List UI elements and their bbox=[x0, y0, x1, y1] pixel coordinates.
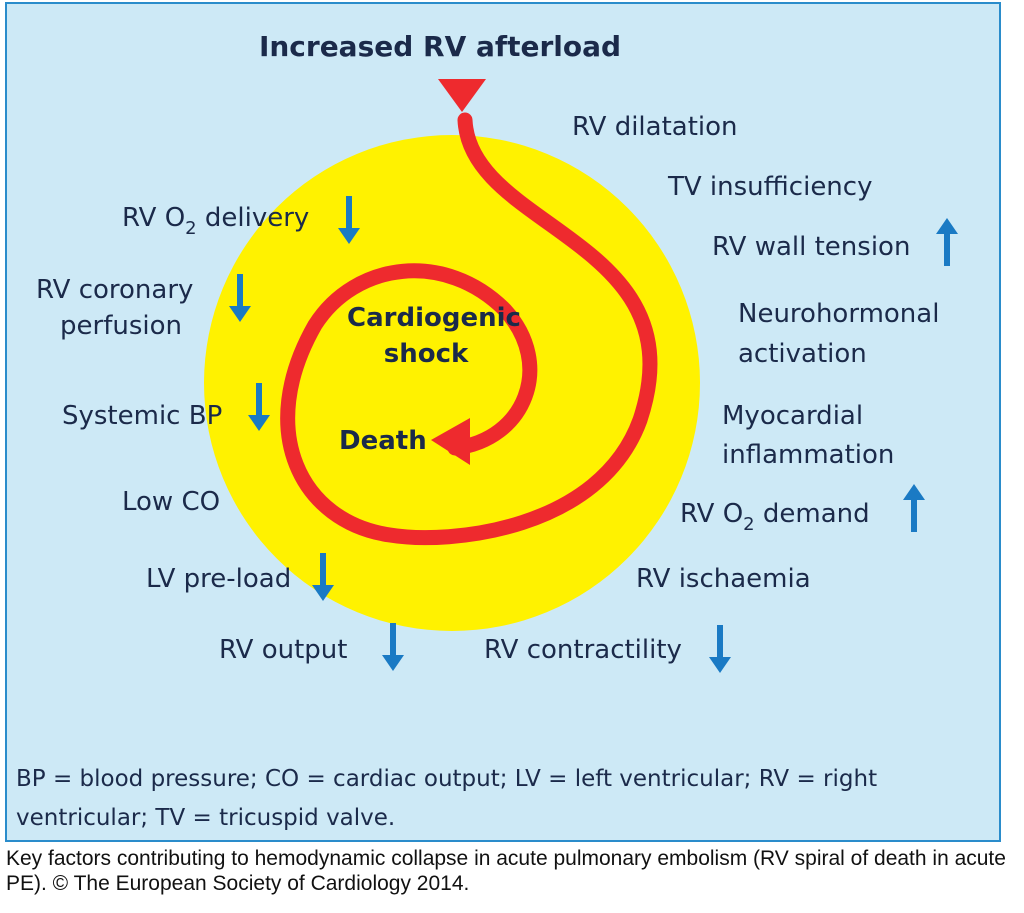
label-low-co: Low CO bbox=[122, 487, 220, 517]
label-rv-o2-demand: RV O2 demand bbox=[680, 499, 870, 535]
arrow-down-icon bbox=[248, 383, 270, 431]
arrow-up-icon bbox=[936, 218, 958, 266]
label-systemic-bp: Systemic BP bbox=[62, 401, 222, 431]
label-rv-wall-tension: RV wall tension bbox=[712, 232, 910, 262]
label-coronary-2: perfusion bbox=[60, 311, 182, 341]
label-rv-ischaemia: RV ischaemia bbox=[636, 564, 811, 594]
label-myocardial-2: inflammation bbox=[722, 440, 894, 470]
arrow-up-icon bbox=[903, 484, 925, 532]
center-death: Death bbox=[339, 426, 427, 456]
arrow-down-icon bbox=[709, 625, 731, 673]
center-shock: shock bbox=[384, 339, 469, 369]
legend-line-1: BP = blood pressure; CO = cardiac output… bbox=[16, 766, 877, 792]
label-myocardial-1: Myocardial bbox=[722, 401, 863, 431]
label-rv-o2-delivery: RV O2 delivery bbox=[122, 203, 309, 239]
title: Increased RV afterload bbox=[259, 30, 621, 63]
arrow-down-icon bbox=[382, 623, 404, 671]
arrow-down-icon bbox=[338, 196, 360, 244]
label-neurohormonal-1: Neurohormonal bbox=[738, 299, 939, 329]
legend-line-2: ventricular; TV = tricuspid valve. bbox=[16, 805, 395, 831]
label-coronary-1: RV coronary bbox=[36, 275, 193, 305]
label-lv-preload: LV pre-load bbox=[146, 564, 291, 594]
red-spiral bbox=[280, 112, 658, 546]
spiral-arrowhead bbox=[431, 418, 470, 465]
label-rv-contractility: RV contractility bbox=[484, 635, 682, 665]
label-tv-insufficiency: TV insufficiency bbox=[667, 172, 872, 202]
arrow-down-icon bbox=[312, 553, 334, 601]
center-cardiogenic: Cardiogenic bbox=[347, 303, 521, 333]
label-rv-output: RV output bbox=[219, 635, 347, 665]
arrow-down-icon bbox=[229, 274, 251, 322]
label-rv-dilatation: RV dilatation bbox=[572, 112, 738, 142]
figure-caption: Key factors contributing to hemodynamic … bbox=[6, 847, 1006, 895]
label-neurohormonal-2: activation bbox=[738, 339, 867, 369]
afterload-triangle bbox=[438, 79, 486, 112]
